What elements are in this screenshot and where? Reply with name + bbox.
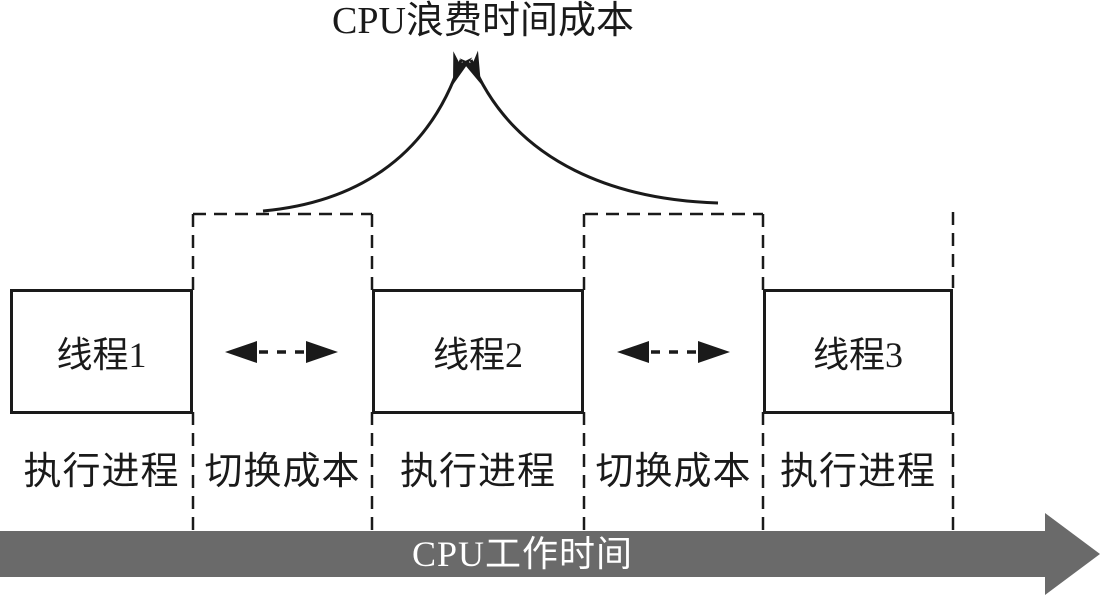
waste-cost-curve-left xyxy=(262,51,473,213)
segment-label-switch-2: 切换成本 xyxy=(595,451,752,493)
switch-cost-region-1-dashed-outline xyxy=(191,212,374,531)
diagram-title: CPU浪费时间成本 xyxy=(332,0,634,42)
timeline-arrow-icon xyxy=(0,513,1100,595)
thread-1-label: 线程1 xyxy=(56,334,147,375)
thread-3-label: 线程3 xyxy=(812,334,903,375)
switch-cost-region-2-dashed-outline xyxy=(582,212,765,531)
waste-cost-arrow-icon xyxy=(262,50,719,213)
thread-2-label: 线程2 xyxy=(432,334,523,375)
switch-arrow-icon-2 xyxy=(617,341,730,363)
segment-label-execute-1: 执行进程 xyxy=(23,451,180,493)
segment-label-execute-3: 执行进程 xyxy=(779,451,936,493)
thread-2-box: 线程2 xyxy=(372,289,584,414)
segment-label-switch-1: 切换成本 xyxy=(204,451,361,493)
timeline-label: CPU工作时间 xyxy=(411,534,634,574)
segment-label-execute-2: 执行进程 xyxy=(399,451,556,493)
thread-1-box: 线程1 xyxy=(10,289,193,414)
thread-3-box: 线程3 xyxy=(763,289,953,414)
waste-cost-curve-right xyxy=(459,50,719,205)
switch-arrow-icon-1 xyxy=(225,341,338,363)
